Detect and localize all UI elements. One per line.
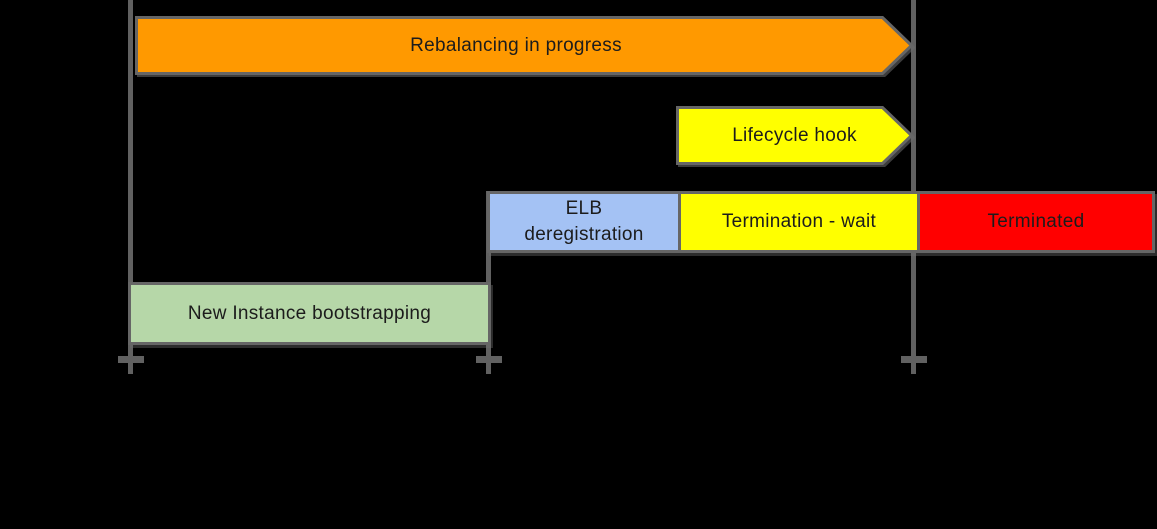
termination-wait-box: Termination - wait [678, 194, 917, 250]
arrow-right-polygon [135, 16, 913, 75]
timeline-marker-cross-2 [476, 356, 502, 363]
termination-wait-label: Termination - wait [721, 211, 877, 232]
timeline-marker-line-3 [911, 0, 916, 374]
elb-deregistration-box: ELB deregistration [490, 194, 678, 250]
arrow-right-shape [676, 106, 913, 165]
timeline-marker-cross-1 [118, 356, 144, 363]
new-instance-bootstrapping-box: New Instance bootstrapping [128, 282, 491, 345]
timeline-marker-line-1 [128, 0, 133, 374]
elb-deregistration-label: ELB deregistration [524, 198, 644, 245]
new-instance-bootstrapping-label: New Instance bootstrapping [187, 302, 432, 324]
arrow-right-polygon [676, 106, 913, 165]
lifecycle-hook-arrow: Lifecycle hook [676, 106, 913, 165]
timeline-marker-cross-3 [901, 356, 927, 363]
terminated-box: Terminated [917, 194, 1152, 250]
termination-phase-row: ELB deregistration Termination - wait Te… [487, 191, 1155, 253]
rebalancing-in-progress-arrow: Rebalancing in progress [135, 16, 913, 75]
lifecycle-hook-label: Lifecycle hook [732, 124, 857, 146]
arrow-right-shape [135, 16, 913, 75]
rebalancing-in-progress-label: Rebalancing in progress [410, 34, 622, 56]
terminated-label: Terminated [987, 211, 1085, 232]
